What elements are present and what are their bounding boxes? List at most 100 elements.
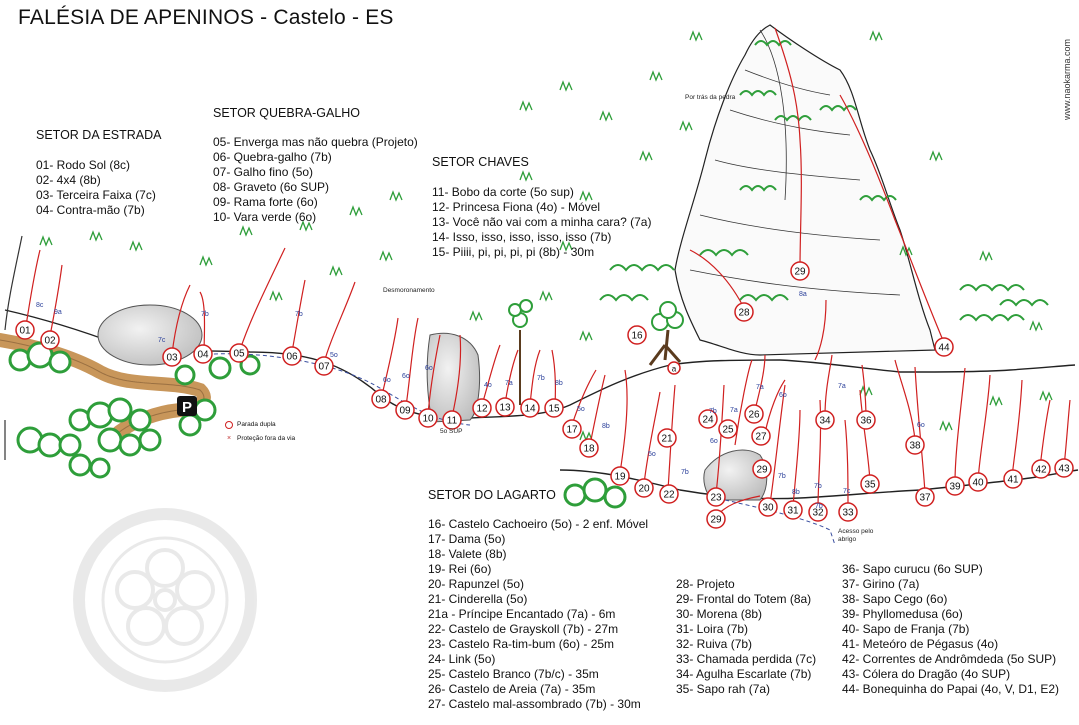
route-marker-27: 27 (751, 426, 771, 446)
route-marker-18: 18 (579, 438, 599, 458)
svg-text:03: 03 (166, 353, 178, 364)
note-acesso: Acesso pelo abrigo (838, 528, 874, 543)
sector-quebra-galho-title: SETOR QUEBRA-GALHO (213, 106, 361, 120)
route-marker-02: 02 (40, 330, 60, 350)
route-marker-29: 29 (752, 459, 772, 479)
svg-text:22: 22 (663, 490, 675, 501)
route-marker-14: 14 (520, 398, 540, 418)
route-marker-31: 31 (783, 500, 803, 520)
grade-label: 7b (778, 473, 786, 480)
route-marker-06: 06 (282, 346, 302, 366)
route-37: 37- Girino (7a) (842, 577, 920, 591)
route-39: 39- Phyllomedusa (6o) (842, 607, 963, 621)
svg-text:28: 28 (738, 308, 750, 319)
route-marker-44: 44 (934, 337, 954, 357)
svg-text:44: 44 (938, 343, 950, 354)
route-marker-30: 30 (758, 497, 778, 517)
route-marker-32: 32 (808, 502, 828, 522)
svg-text:08: 08 (375, 395, 387, 406)
route-marker-24: 24 (698, 409, 718, 429)
route-32: 32- Ruiva (7b) (676, 637, 753, 651)
route-15: 15- Piiii, pi, pi, pi, pi (8b) - 30m (432, 245, 595, 259)
route-43: 43- Cólera do Dragão (4o SUP) (842, 667, 1011, 681)
grade-label: 5o (648, 451, 656, 458)
note-desmoronamento: Desmoronamento (383, 287, 435, 294)
route-38: 38- Sapo Cego (6o) (842, 592, 948, 606)
svg-text:16: 16 (631, 331, 643, 342)
route-marker-11: 11 (442, 410, 462, 430)
sector-quebra-galho-routes: 05- Enverga mas não quebra (Projeto) 06-… (213, 135, 418, 225)
grade-label: 6o (917, 422, 925, 429)
svg-text:10: 10 (422, 414, 434, 425)
grade-label: 6o (402, 373, 410, 380)
route-lines (25, 27, 1071, 519)
route-marker-13: 13 (495, 397, 515, 417)
route-marker-16: 16 (627, 325, 647, 345)
svg-text:41: 41 (1007, 475, 1019, 486)
svg-text:05: 05 (233, 349, 245, 360)
grass-tufts (39, 30, 1053, 442)
svg-text:21: 21 (661, 434, 673, 445)
grade-label: 7c (158, 337, 166, 344)
route-21: 21- Cinderella (5o) (428, 592, 528, 606)
svg-text:12: 12 (476, 404, 488, 415)
route-marker-08: 08 (371, 389, 391, 409)
route-marker-21: 21 (657, 428, 677, 448)
route-34: 34- Agulha Escarlate (7b) (676, 667, 812, 681)
route-27: 27- Castelo mal-assombrado (7b) - 30m (428, 697, 641, 711)
route-26: 26- Castelo de Areia (7a) - 35m (428, 682, 596, 696)
svg-text:36: 36 (860, 416, 872, 427)
sector-estrada-routes: 01- Rodo Sol (8c) 02- 4x4 (8b) 03- Terce… (36, 158, 156, 218)
svg-text:29: 29 (794, 267, 806, 278)
note-5o-sup: 5o SUP (440, 428, 463, 435)
sector-lagarto-routes-col2: 28- Projeto 29- Frontal do Totem (8a) 30… (676, 577, 816, 697)
svg-text:17: 17 (566, 425, 578, 436)
watermark-emblem (73, 508, 257, 692)
grade-label: 8c (36, 302, 44, 309)
svg-text:06: 06 (286, 352, 298, 363)
tree-icon (648, 301, 684, 366)
grade-label: 7b (814, 483, 822, 490)
base-line (559, 469, 1079, 500)
parking-label: P (182, 399, 192, 416)
route-25: 25- Castelo Branco (7b/c) - 35m (428, 667, 599, 681)
route-23: 23- Castelo Ra-tim-bum (6o) - 25m (428, 637, 615, 651)
route-22: 22- Castelo de Grayskoll (7b) - 27m (428, 622, 619, 636)
route-marker-17: 17 (562, 419, 582, 439)
route-31: 31- Loira (7b) (676, 622, 749, 636)
grade-label: 7a (756, 384, 764, 391)
grade-label: 5o (577, 406, 585, 413)
route-marker-05: 05 (229, 343, 249, 363)
route-04: 04- Contra-mão (7b) (36, 203, 145, 217)
grade-label: 8b (792, 489, 800, 496)
sector-lagarto-title: SETOR DO LAGARTO (428, 488, 556, 502)
route-marker-a: a (667, 361, 681, 375)
svg-text:38: 38 (909, 441, 921, 452)
parking-icon: P (177, 396, 197, 416)
svg-text:09: 09 (399, 406, 411, 417)
legend-parada: Parada dupla (237, 421, 276, 428)
route-41: 41- Meteóro de Pégasus (4o) (842, 637, 999, 651)
svg-text:29: 29 (756, 465, 768, 476)
route-marker-22: 22 (659, 484, 679, 504)
svg-text:40: 40 (972, 478, 984, 489)
grade-label: 9a (54, 309, 62, 316)
route-marker-35: 35 (860, 474, 880, 494)
route-06: 06- Quebra-galho (7b) (213, 150, 332, 164)
route-marker-10: 10 (418, 408, 438, 428)
svg-text:14: 14 (524, 404, 536, 415)
route-44: 44- Bonequinha do Papai (4o, V, D1, E2) (842, 682, 1060, 696)
svg-text:25: 25 (722, 425, 734, 436)
grade-label: 7a (505, 380, 513, 387)
route-marker-38: 38 (905, 435, 925, 455)
svg-text:32: 32 (812, 508, 824, 519)
svg-text:26: 26 (748, 410, 760, 421)
route-marker-42: 42 (1031, 459, 1051, 479)
route-marker-12: 12 (472, 398, 492, 418)
svg-text:20: 20 (638, 484, 650, 495)
route-24: 24- Link (5o) (428, 652, 496, 666)
sector-chaves-routes: 11- Bobo da corte (5o sup) 12- Princesa … (432, 185, 651, 260)
grade-label: 5o (330, 352, 338, 359)
